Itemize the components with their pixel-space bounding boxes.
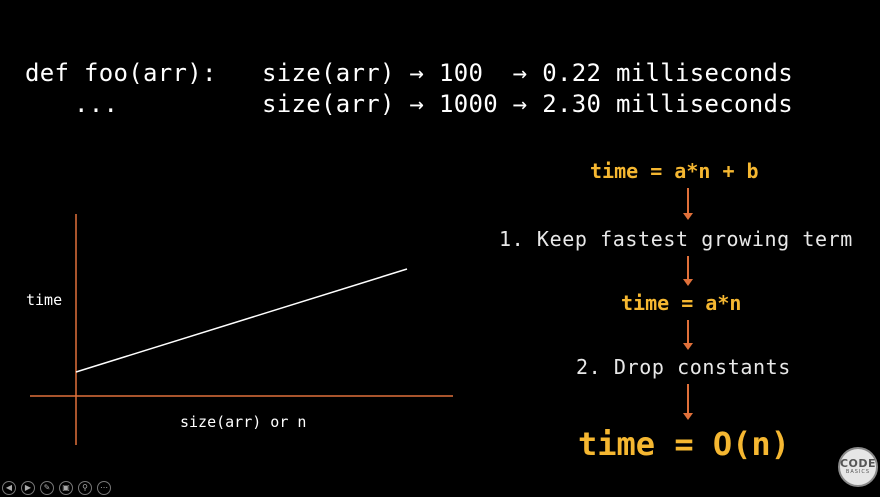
arrow-down-1 [687, 188, 689, 214]
arrow-down-3 [687, 320, 689, 344]
equation-big-o: time = O(n) [578, 425, 790, 463]
code-def-line: def foo(arr): [25, 59, 217, 87]
arrow-down-4 [687, 384, 689, 414]
step-drop-constants: 2. Drop constants [576, 355, 791, 379]
next-icon[interactable]: ▶ [21, 481, 35, 495]
zoom-icon[interactable]: ⚲ [78, 481, 92, 495]
code-ellipsis: ... [74, 90, 119, 118]
x-axis-label: size(arr) or n [180, 413, 307, 431]
arrow-down-4-head [683, 413, 693, 420]
code-size-100-line: size(arr) → 100 → 0.22 milliseconds [262, 59, 793, 87]
prev-icon[interactable]: ◀ [2, 481, 16, 495]
arrow-down-3-head [683, 343, 693, 350]
slideshow-toolbar: ◀ ▶ ✎ ▣ ⚲ ⋯ [2, 481, 111, 497]
copy-icon[interactable]: ▣ [59, 481, 73, 495]
pen-icon[interactable]: ✎ [40, 481, 54, 495]
y-axis-label: time [26, 291, 63, 309]
code-size-1000-line: size(arr) → 1000 → 2.30 milliseconds [262, 90, 793, 118]
arrow-down-1-head [683, 213, 693, 220]
logo-text-basics: BASICS [845, 469, 871, 475]
arrow-down-2-head [683, 279, 693, 286]
code-basics-logo: CODE BASICS [838, 447, 878, 487]
arrow-down-2 [687, 256, 689, 280]
linear-time-line [75, 268, 408, 373]
equation-full: time = a*n + b [590, 159, 759, 183]
equation-simplified: time = a*n [621, 291, 742, 315]
logo-text-code: CODE [839, 457, 877, 470]
more-icon[interactable]: ⋯ [97, 481, 111, 495]
step-keep-fastest-term: 1. Keep fastest growing term [499, 227, 853, 251]
